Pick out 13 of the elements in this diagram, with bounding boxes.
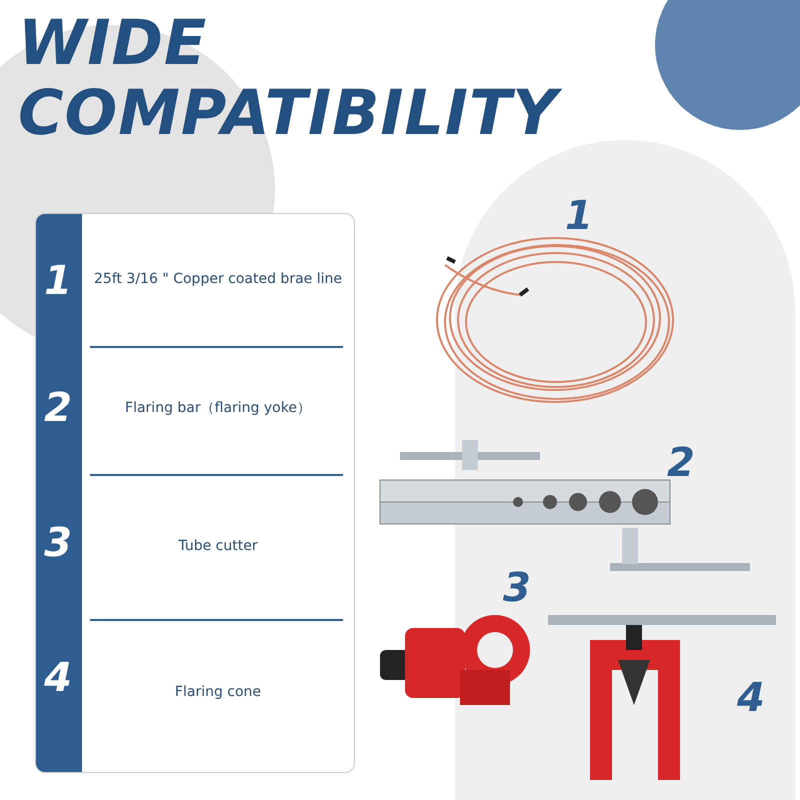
row-number: 2	[43, 385, 73, 431]
row-number: 1	[43, 258, 73, 304]
title: WIDE COMPATIBILITY	[18, 8, 618, 148]
callout-number: 2	[667, 440, 695, 486]
item-description: 25ft 3/16 " Copper coated brae line	[93, 271, 343, 287]
item-description: Flaring bar（flaring yoke）	[124, 399, 312, 417]
item-description: Tube cutter	[177, 538, 259, 554]
callout-number: 4	[737, 675, 765, 721]
item-description: Flaring cone	[174, 684, 262, 700]
callout-number: 3	[503, 565, 531, 611]
row-number: 3	[43, 520, 73, 566]
callout-number: 1	[565, 193, 593, 239]
row-number: 4	[43, 655, 73, 701]
